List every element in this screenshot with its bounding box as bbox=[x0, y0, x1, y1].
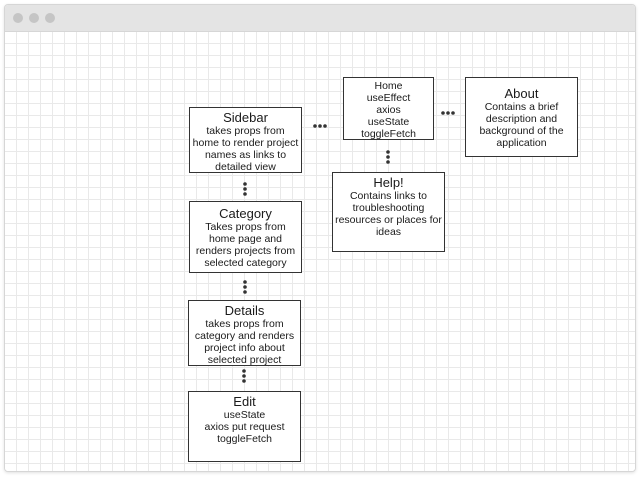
node-help[interactable]: Help! Contains links to troubleshooting … bbox=[332, 172, 445, 252]
node-about[interactable]: About Contains a brief description and b… bbox=[465, 77, 578, 157]
node-details-title: Details bbox=[224, 303, 265, 318]
node-home-text: Home useEffect axios useState toggleFetc… bbox=[361, 80, 416, 140]
node-help-body: Contains links to troubleshooting resour… bbox=[335, 190, 442, 238]
node-home[interactable]: Home useEffect axios useState toggleFetc… bbox=[343, 77, 434, 140]
maximize-dot[interactable] bbox=[45, 13, 55, 23]
node-category[interactable]: Category Takes props from home page and … bbox=[189, 201, 302, 273]
minimize-dot[interactable] bbox=[29, 13, 39, 23]
node-sidebar-body: takes props from home to render project … bbox=[192, 125, 299, 173]
app-window: Home useEffect axios useState toggleFetc… bbox=[4, 4, 636, 472]
node-edit[interactable]: Edit useState axios put request toggleFe… bbox=[188, 391, 301, 462]
connector-details-edit bbox=[242, 369, 246, 383]
close-dot[interactable] bbox=[13, 13, 23, 23]
node-category-body: Takes props from home page and renders p… bbox=[195, 221, 296, 269]
connector-sidebar-home bbox=[313, 124, 327, 128]
node-sidebar-title: Sidebar bbox=[223, 110, 268, 125]
node-edit-title: Edit bbox=[233, 394, 256, 409]
node-help-title: Help! bbox=[373, 175, 404, 190]
connector-home-help bbox=[386, 150, 390, 164]
window-titlebar bbox=[5, 5, 635, 32]
node-about-title: About bbox=[504, 86, 539, 101]
diagram-canvas: Home useEffect axios useState toggleFetc… bbox=[5, 32, 635, 471]
node-sidebar[interactable]: Sidebar takes props from home to render … bbox=[189, 107, 302, 173]
node-category-title: Category bbox=[219, 206, 272, 221]
node-edit-body: useState axios put request toggleFetch bbox=[204, 409, 285, 445]
connector-layer bbox=[242, 111, 455, 383]
connector-home-about bbox=[441, 111, 455, 115]
node-details-body: takes props from category and renders pr… bbox=[194, 318, 295, 366]
node-about-body: Contains a brief description and backgro… bbox=[479, 101, 564, 149]
connector-sidebar-category bbox=[243, 182, 247, 196]
connector-category-details bbox=[243, 280, 247, 294]
node-details[interactable]: Details takes props from category and re… bbox=[188, 300, 301, 366]
